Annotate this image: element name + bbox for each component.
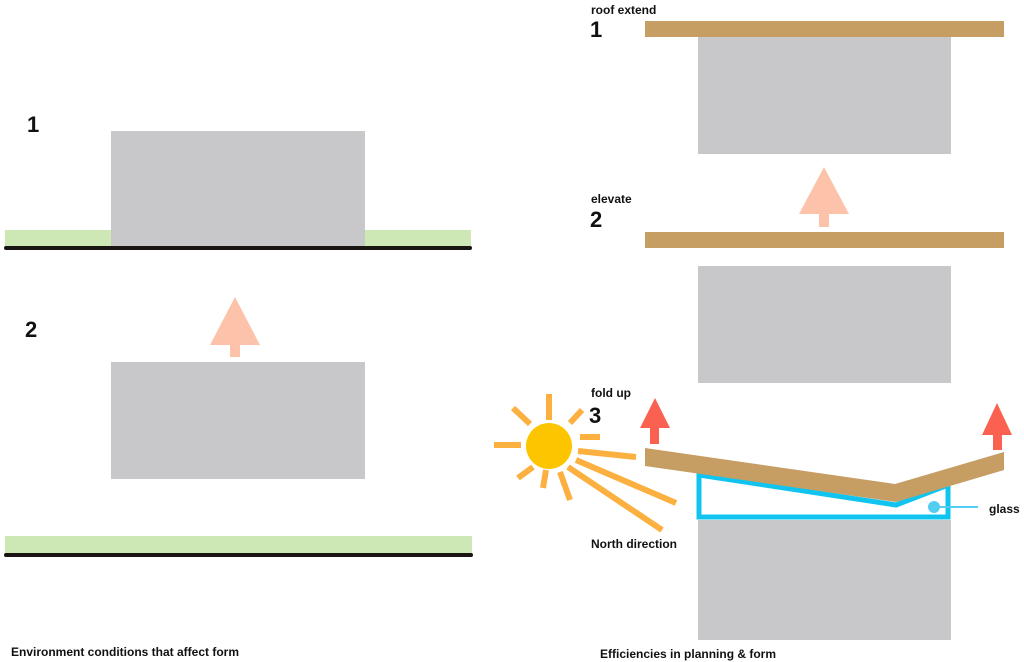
sun-disc [526,423,572,469]
step-label-elevate: elevate [591,192,632,206]
roof-right-2 [645,232,1004,248]
arrow-up-red-stem [993,434,1002,450]
building-left-1 [111,131,365,247]
step-label-roof-extend: roof extend [591,3,657,17]
left-panel-caption: Environment conditions that affect form [11,645,240,659]
step-label-fold-up: fold up [591,386,631,400]
arrow-up-red-stem [650,427,659,444]
building-right-2 [698,266,951,383]
ground-grass-2 [5,536,472,553]
glass-label: glass [989,502,1020,516]
step-number-left-1: 1 [27,112,40,137]
arrow-up-red-icon [640,398,670,428]
step-number-right-3: 3 [589,403,602,428]
roof-right-1 [645,21,1004,37]
north-direction-label: North direction [591,537,677,551]
building-right-3 [698,520,951,640]
arrow-up-stem [230,344,240,357]
arrow-up-stem [819,213,829,227]
glass-outline [696,472,951,520]
arrow-up-icon [799,167,849,214]
arrow-up-icon [210,297,260,345]
folded-roof [645,448,1004,502]
step-number-left-2: 2 [25,317,38,342]
right-panel-caption: Efficiencies in planning & form [600,647,777,661]
sun-icon [494,394,678,533]
building-left-2 [111,362,365,479]
arrow-up-red-icon [982,403,1012,435]
step-number-right-1: 1 [590,17,603,42]
step-number-right-2: 2 [590,207,603,232]
building-right-1 [698,36,951,154]
